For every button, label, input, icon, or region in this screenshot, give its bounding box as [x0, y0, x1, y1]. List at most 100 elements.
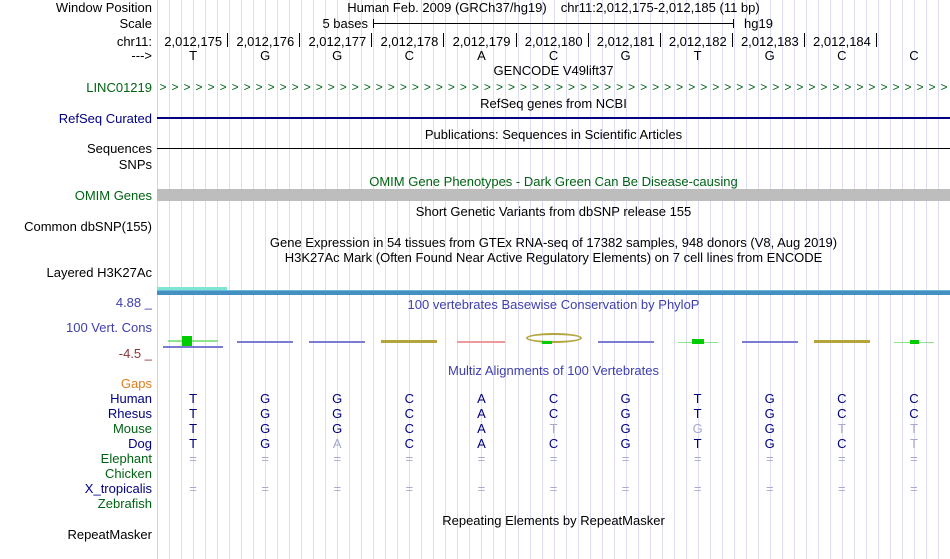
align-label-dog[interactable]: Dog	[128, 436, 152, 451]
align-label-x_tropicalis[interactable]: X_tropicalis	[84, 481, 152, 496]
gridline	[637, 0, 639, 559]
align-label-mouse[interactable]: Mouse	[112, 421, 152, 436]
align-base-human: C	[404, 391, 415, 406]
gridline	[433, 0, 435, 559]
align-base-elephant: =	[261, 451, 269, 466]
align-base-x_tropicalis: =	[333, 481, 342, 496]
strand-arrow-icon: >	[243, 80, 251, 94]
gridline	[373, 0, 375, 559]
strand-arrow-icon: >	[592, 80, 600, 94]
gridline	[745, 0, 747, 559]
gene-strand-arrows[interactable]: >>>>>>>>>>>>>>>>>>>>>>>>>>>>>>>>>>>>>>>>…	[157, 81, 950, 94]
align-label-zebrafish[interactable]: Zebrafish	[97, 496, 152, 511]
align-label-elephant[interactable]: Elephant	[100, 451, 152, 466]
strand-arrow-icon: >	[363, 80, 371, 94]
coordinate-label: 2,012,175	[164, 34, 223, 49]
strand-arrow-icon: >	[519, 80, 527, 94]
strand-arrow-icon: >	[411, 80, 419, 94]
strand-arrow-icon: >	[796, 80, 804, 94]
align-label-gaps[interactable]: Gaps	[120, 376, 152, 391]
gridline	[733, 0, 735, 559]
align-label-chicken[interactable]: Chicken	[105, 466, 152, 481]
align-base-mouse: G	[764, 421, 775, 436]
cons-mark-olive	[813, 340, 870, 343]
strand-arrow-icon: >	[327, 80, 335, 94]
strand-arrow-icon: >	[568, 80, 576, 94]
cons-track-label[interactable]: 100 Vert. Cons	[66, 320, 152, 335]
strand-label[interactable]: --->	[131, 48, 152, 63]
gridline	[577, 0, 579, 559]
gridline	[565, 0, 567, 559]
align-base-x_tropicalis: =	[621, 481, 630, 496]
strand-arrow-icon: >	[267, 80, 275, 94]
gene-label-linc01219[interactable]: LINC01219	[86, 80, 152, 95]
strand-arrow-icon: >	[832, 80, 840, 94]
cons-min-label: -4.5 _	[118, 346, 152, 361]
gridline	[457, 0, 459, 559]
gridline	[926, 0, 927, 559]
align-base-mouse: T	[549, 421, 558, 436]
align-base-dog: A	[477, 436, 486, 451]
h3k27ac-teal-segment[interactable]	[157, 287, 227, 290]
gridline	[529, 0, 531, 559]
strand-arrow-icon: >	[688, 80, 696, 94]
strand-arrow-icon: >	[844, 80, 852, 94]
align-base-x_tropicalis: =	[261, 481, 269, 496]
common-dbsnp-label[interactable]: Common dbSNP(155)	[24, 219, 152, 234]
strand-arrow-icon: >	[916, 80, 924, 94]
align-base-human: A	[477, 391, 486, 406]
sequences-track[interactable]	[157, 148, 950, 149]
align-base-elephant: =	[189, 451, 197, 466]
coordinate-tick	[299, 33, 301, 47]
scale-ruler-right-tick	[733, 19, 734, 28]
align-base-dog: T	[909, 436, 918, 451]
omim-genes-track[interactable]	[157, 189, 950, 201]
genome-version: hg19	[744, 16, 773, 31]
gridline	[661, 0, 663, 559]
refseq-curated-track[interactable]	[157, 117, 950, 119]
refseq-curated-label[interactable]: RefSeq Curated	[58, 111, 152, 126]
coordinate-tick	[227, 33, 229, 47]
align-base-x_tropicalis: =	[910, 481, 918, 496]
align-base-dog: G	[260, 436, 271, 451]
assembly-text: Human Feb. 2009 (GRCh37/hg19)	[347, 0, 547, 15]
layered-h3k27ac-label[interactable]: Layered H3K27Ac	[46, 265, 152, 280]
gridline	[301, 0, 303, 559]
gridline	[589, 0, 591, 559]
scale-label: Scale	[119, 16, 152, 31]
gridline	[205, 0, 207, 559]
strand-arrow-icon: >	[724, 80, 732, 94]
strand-arrow-icon: >	[664, 80, 672, 94]
align-base-x_tropicalis: =	[405, 481, 414, 496]
align-base-elephant: =	[477, 451, 486, 466]
cons-mark-green-square-blue	[163, 346, 224, 348]
align-base-dog: C	[548, 436, 559, 451]
align-base-x_tropicalis: =	[838, 481, 846, 496]
gridline	[901, 0, 903, 559]
cons-mark-blue	[309, 341, 366, 343]
strand-arrow-icon: >	[760, 80, 768, 94]
strand-arrow-icon: >	[604, 80, 612, 94]
strand-arrow-icon: >	[904, 80, 912, 94]
gridline	[817, 0, 819, 559]
gridline	[493, 0, 495, 559]
gridline	[613, 0, 615, 559]
gridline	[481, 0, 483, 559]
gridline	[385, 0, 387, 559]
coordinate-label: 2,012,180	[524, 34, 583, 49]
align-label-human[interactable]: Human	[110, 391, 152, 406]
align-base-mouse: T	[909, 421, 918, 436]
repeatmasker-label[interactable]: RepeatMasker	[67, 527, 152, 542]
window-position-label: Window Position	[55, 0, 152, 15]
sequences-label[interactable]: Sequences	[86, 141, 152, 156]
align-base-human: C	[548, 391, 559, 406]
gridline	[805, 0, 807, 559]
snps-label[interactable]: SNPs	[118, 157, 152, 172]
omim-genes-label[interactable]: OMIM Genes	[74, 188, 152, 203]
layered-h3k27ac-track[interactable]	[157, 290, 950, 295]
strand-arrow-icon: >	[447, 80, 455, 94]
strand-arrow-icon: >	[784, 80, 792, 94]
omim-title: OMIM Gene Phenotypes - Dark Green Can Be…	[369, 174, 738, 189]
align-label-rhesus[interactable]: Rhesus	[107, 406, 152, 421]
align-base-elephant: =	[405, 451, 414, 466]
